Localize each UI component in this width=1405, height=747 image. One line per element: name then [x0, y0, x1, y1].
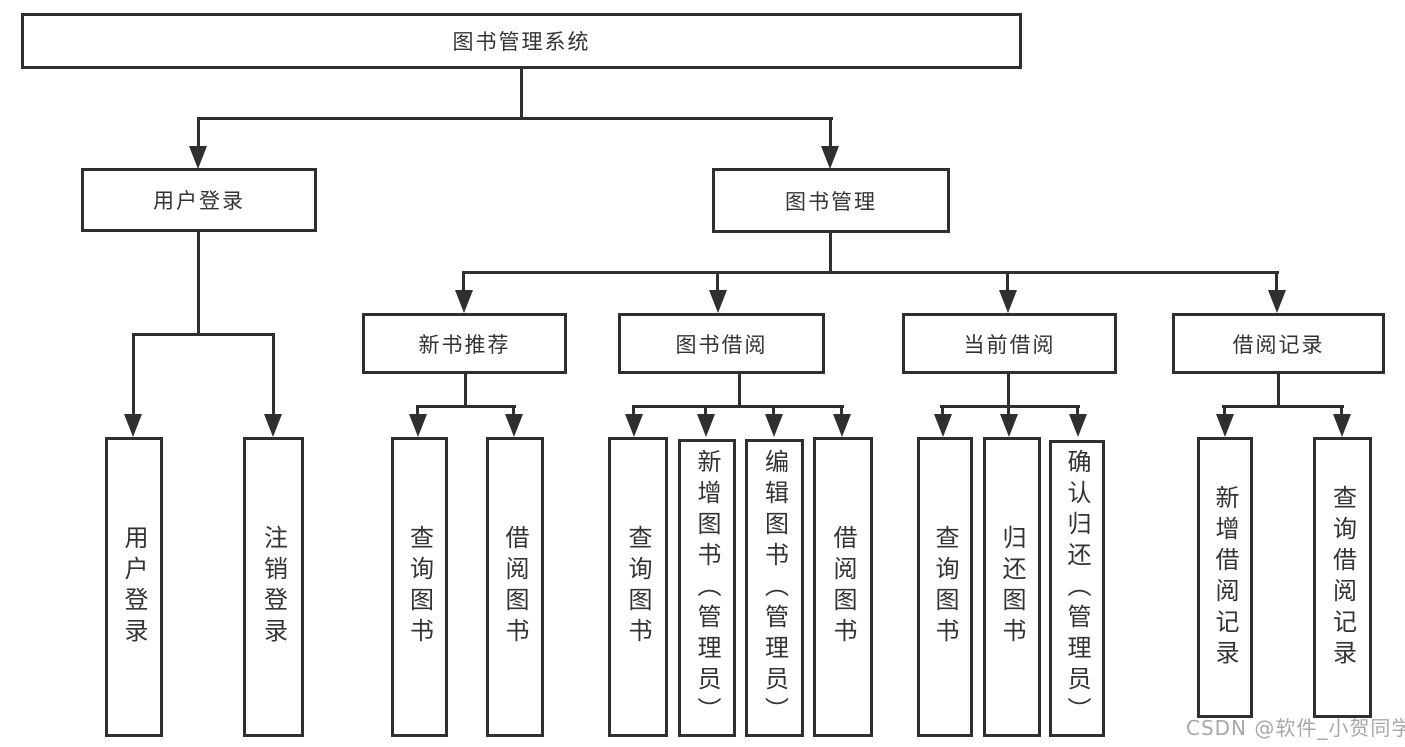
arrow-down-icon — [821, 146, 839, 169]
connector-line — [1007, 407, 1010, 415]
connector-line — [632, 407, 635, 415]
connector-line — [940, 405, 1080, 408]
node-new-book-recommend-label: 新书推荐 — [418, 332, 511, 357]
arrow-down-icon — [1069, 414, 1087, 437]
leaf-add-book-admin: 新增图书（管理员） — [678, 439, 736, 737]
node-root-label: 图书管理系统 — [452, 30, 591, 54]
leaf-query-books-recommend: 查询图书 — [391, 437, 448, 737]
leaf-confirm-return-admin-label: 确认归还（管理员） — [1063, 449, 1091, 728]
connector-line — [462, 271, 1279, 274]
connector-line — [1006, 273, 1009, 291]
leaf-borrow-books-recommend: 借阅图书 — [486, 437, 544, 737]
connector-line — [941, 407, 944, 415]
leaf-logout-label: 注销登录 — [259, 525, 288, 649]
connector-line — [632, 405, 844, 408]
leaf-edit-book-admin: 编辑图书（管理员） — [745, 439, 804, 737]
connector-line — [197, 119, 200, 148]
leaf-user-login: 用户登录 — [105, 437, 163, 737]
connector-line — [462, 273, 465, 291]
connector-line — [1277, 374, 1280, 408]
leaf-query-books-borrowing: 查询图书 — [608, 437, 668, 737]
node-user-login-label: 用户登录 — [153, 189, 245, 213]
connector-line — [512, 407, 515, 415]
node-root-library-system: 图书管理系统 — [21, 13, 1022, 69]
node-current-borrowing: 当前借阅 — [902, 313, 1117, 374]
arrow-down-icon — [999, 290, 1017, 313]
leaf-query-borrow-record-label: 查询借阅记录 — [1328, 484, 1357, 671]
connector-line — [716, 273, 719, 291]
leaf-add-borrow-record-label: 新增借阅记录 — [1211, 484, 1239, 671]
leaf-borrow-books-recommend-label: 借阅图书 — [501, 525, 529, 649]
arrow-down-icon — [1216, 414, 1234, 437]
leaf-borrow-books-borrowing: 借阅图书 — [813, 437, 873, 737]
arrow-down-icon — [189, 146, 207, 169]
connector-line — [272, 335, 275, 415]
leaf-add-book-admin-label: 新增图书（管理员） — [693, 448, 721, 728]
arrow-down-icon — [833, 414, 851, 437]
leaf-return-books-label: 归还图书 — [998, 525, 1026, 649]
leaf-query-books-recommend-label: 查询图书 — [405, 525, 434, 649]
leaf-edit-book-admin-label: 编辑图书（管理员） — [760, 448, 789, 728]
node-book-borrowing-label: 图书借阅 — [675, 332, 768, 357]
arrow-down-icon — [697, 414, 715, 437]
connector-line — [829, 119, 832, 148]
connector-line — [1275, 273, 1278, 291]
arrow-down-icon — [409, 414, 427, 437]
arrow-down-icon — [765, 414, 783, 437]
node-book-management-label: 图书管理 — [785, 189, 877, 214]
node-borrowing-records: 借阅记录 — [1172, 313, 1385, 374]
arrow-down-icon — [934, 414, 952, 437]
arrow-down-icon — [625, 414, 643, 437]
connector-line — [1076, 407, 1079, 415]
connector-line — [197, 117, 833, 120]
node-user-login: 用户登录 — [81, 168, 317, 232]
leaf-confirm-return-admin: 确认归还（管理员） — [1049, 440, 1105, 737]
connector-line — [464, 374, 467, 408]
csdn-watermark: CSDN @软件_小贺同学 — [1186, 716, 1405, 740]
arrow-down-icon — [709, 290, 727, 313]
arrow-down-icon — [124, 414, 142, 437]
connector-line — [132, 333, 275, 336]
leaf-query-books-current-label: 查询图书 — [931, 525, 959, 649]
node-book-borrowing: 图书借阅 — [618, 313, 825, 374]
connector-line — [704, 407, 707, 415]
connector-line — [132, 335, 135, 415]
connector-line — [416, 405, 516, 408]
leaf-user-login-label: 用户登录 — [120, 525, 148, 649]
connector-line — [520, 69, 523, 119]
leaf-query-borrow-record: 查询借阅记录 — [1313, 437, 1372, 718]
connector-line — [1340, 407, 1343, 415]
node-current-borrowing-label: 当前借阅 — [963, 332, 1056, 357]
node-book-management: 图书管理 — [712, 168, 950, 233]
connector-line — [1007, 374, 1010, 408]
connector-line — [829, 233, 832, 274]
arrow-down-icon — [264, 414, 282, 437]
connector-line — [197, 232, 200, 336]
connector-line — [1222, 405, 1344, 408]
leaf-query-books-borrowing-label: 查询图书 — [624, 525, 652, 649]
arrow-down-icon — [1333, 414, 1351, 437]
leaf-borrow-books-borrowing-label: 借阅图书 — [829, 525, 857, 649]
arrow-down-icon — [1000, 414, 1018, 437]
leaf-return-books: 归还图书 — [983, 437, 1041, 737]
leaf-query-books-current: 查询图书 — [917, 437, 973, 737]
leaf-add-borrow-record: 新增借阅记录 — [1197, 437, 1253, 718]
arrow-down-icon — [1268, 290, 1286, 313]
node-new-book-recommend: 新书推荐 — [362, 313, 567, 374]
connector-line — [738, 374, 741, 408]
leaf-logout: 注销登录 — [243, 437, 304, 737]
connector-line — [1223, 407, 1226, 415]
node-borrowing-records-label: 借阅记录 — [1232, 332, 1325, 357]
arrow-down-icon — [505, 414, 523, 437]
connector-line — [772, 407, 775, 415]
connector-line — [416, 407, 419, 415]
connector-line — [840, 407, 843, 415]
arrow-down-icon — [455, 290, 473, 313]
